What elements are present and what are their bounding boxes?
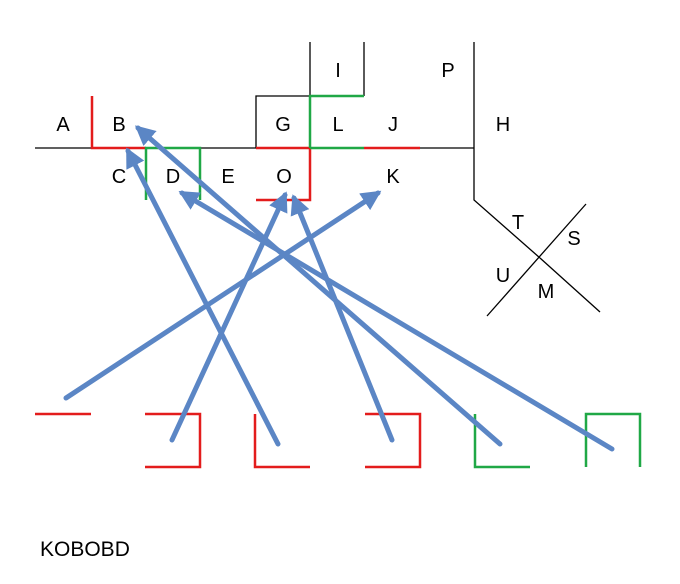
arrow-o-2 [290, 194, 395, 443]
letter-b: B [112, 114, 125, 136]
symbol-d [584, 412, 642, 467]
letter-k: K [386, 166, 400, 188]
letter-t: T [512, 212, 524, 234]
arrow-b-1 [125, 147, 281, 447]
decoded-word: KOBOBD [40, 538, 130, 561]
mapping-arrows [63, 125, 615, 452]
grid-letter-labels: A B C D E G I L J O K P H T S U M [56, 60, 580, 303]
letter-l: L [332, 114, 343, 136]
symbol-o-2 [365, 412, 422, 469]
letter-j: J [388, 114, 398, 136]
letter-o: O [276, 166, 292, 188]
arrow-o-1 [169, 191, 288, 443]
letter-u: U [496, 265, 510, 287]
arrow-d [178, 190, 615, 452]
arrow-k [63, 190, 382, 401]
letter-h: H [496, 114, 510, 136]
letter-e: E [221, 166, 234, 188]
green-segments [144, 94, 364, 200]
letter-d: D [166, 166, 180, 188]
arrow-b-2 [134, 125, 503, 447]
grid-lines [35, 42, 601, 317]
letter-i: I [335, 60, 341, 82]
letter-s: S [567, 228, 580, 250]
symbol-o-1 [145, 412, 202, 469]
letter-m: M [538, 281, 555, 303]
letter-p: P [441, 60, 454, 82]
symbol-b-1 [253, 414, 310, 469]
symbol-b-2 [473, 414, 530, 469]
cipher-symbols [35, 412, 642, 469]
letter-g: G [275, 114, 291, 136]
letter-a: A [56, 114, 70, 136]
letter-c: C [112, 166, 126, 188]
